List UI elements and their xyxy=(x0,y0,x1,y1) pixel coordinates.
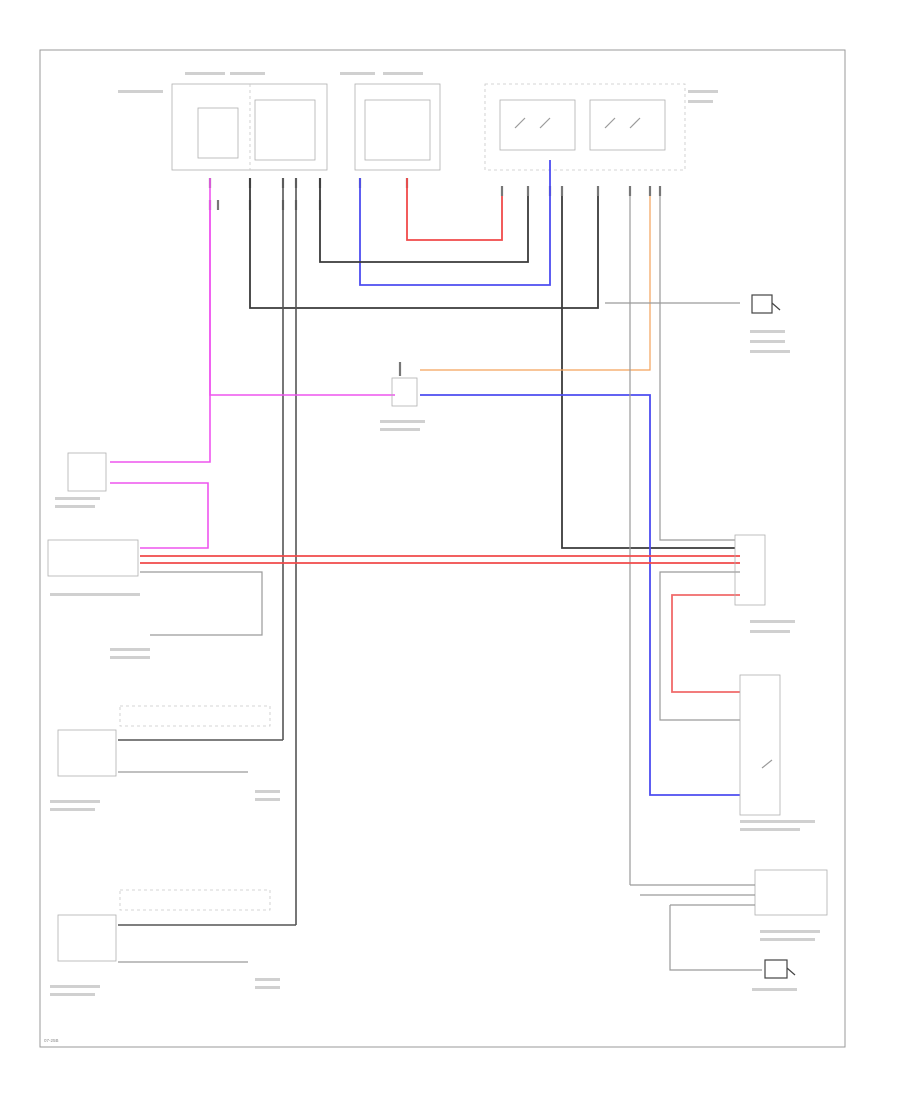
wire-pink-main xyxy=(209,178,395,396)
wire-black-to-right-connector xyxy=(561,196,735,549)
switch-icon xyxy=(629,117,641,129)
wire-pink-left-upper xyxy=(110,200,211,463)
engine-room-junction-block xyxy=(484,83,686,171)
right-sensor-lower xyxy=(630,869,828,971)
left-sensor-1 xyxy=(67,452,107,492)
right-headlight-leveling-actuator xyxy=(57,889,271,963)
center-connector xyxy=(391,362,418,407)
diagram-frame xyxy=(39,49,846,1048)
ground-icon xyxy=(764,959,796,979)
top-connector-ticks xyxy=(208,178,662,210)
left-headlight-leveling-actuator xyxy=(57,705,271,777)
wire-pink-left-lower xyxy=(110,482,209,549)
instrument-panel-junction-block xyxy=(171,83,328,171)
wire-black-wide-loop xyxy=(249,178,599,309)
page-label: 07-25B xyxy=(44,1038,59,1043)
switch-icon xyxy=(761,759,773,769)
wire-gray-left-loop xyxy=(140,571,263,636)
wire-gray-right xyxy=(659,196,735,541)
wire-black-mid-loop xyxy=(319,178,529,263)
wire-gray-right-loop xyxy=(659,571,740,721)
wire-red-top-loop xyxy=(406,178,503,241)
wire-blue-lower xyxy=(420,394,740,796)
engine-room-relay-block xyxy=(354,83,441,171)
ground-icon xyxy=(751,294,781,314)
label-placeholders xyxy=(50,72,820,996)
switch-icon xyxy=(514,117,526,129)
wire-red-right-loop xyxy=(671,594,740,693)
left-ecu xyxy=(47,539,139,577)
switch-icon xyxy=(539,117,551,129)
right-connector-block xyxy=(734,534,766,606)
switch-icon xyxy=(604,117,616,129)
wire-orange xyxy=(420,196,651,371)
wire-blue-top-loop xyxy=(359,160,551,286)
right-switch-assembly xyxy=(739,674,781,816)
